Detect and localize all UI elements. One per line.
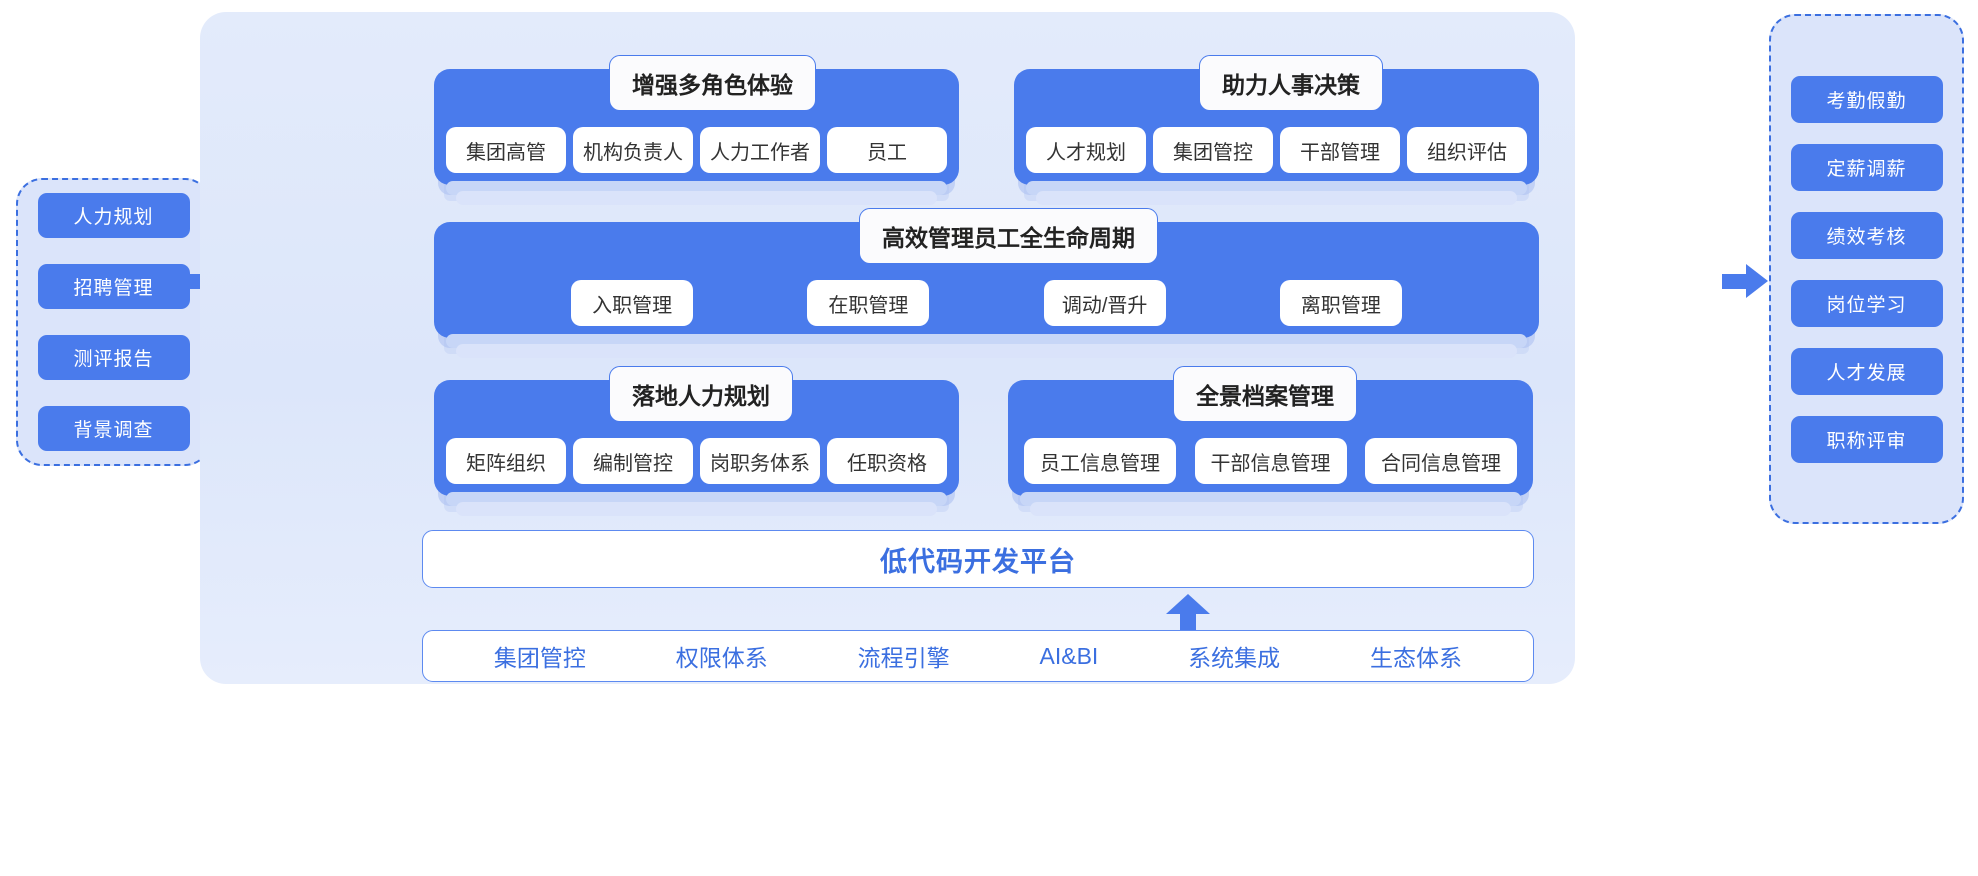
- right-panel-chip-label: 绩效考核: [1826, 226, 1907, 248]
- pill-item[interactable]: 员工: [827, 127, 947, 173]
- card-stack-shadow-2: [456, 344, 1517, 358]
- right-panel-chip-5[interactable]: 职称评审: [1790, 415, 1943, 463]
- right-panel-chip-label: 岗位学习: [1826, 294, 1907, 316]
- pill-item[interactable]: 干部管理: [1280, 127, 1400, 173]
- card-stack-shadow-2: [456, 191, 937, 205]
- pill-item[interactable]: 干部信息管理: [1194, 438, 1347, 484]
- left-panel-chip-label: 招聘管理: [73, 278, 154, 299]
- right-panel-chip-4[interactable]: 人才发展: [1790, 347, 1943, 395]
- arrow-right-icon-outbound: [1722, 264, 1768, 300]
- module-multi-role-experience[interactable]: 增强多角色体验 集团高管 机构负责人 人力工作者 员工: [434, 55, 959, 205]
- left-panel-chip-label: 人力规划: [73, 207, 154, 228]
- pill-item[interactable]: 人力工作者: [700, 127, 820, 173]
- pill-item[interactable]: 机构负责人: [573, 127, 693, 173]
- module-title-badge: 助力人事决策: [1199, 55, 1383, 111]
- right-panel-chip-label: 人才发展: [1826, 362, 1907, 384]
- card-stack-shadow-2: [456, 502, 937, 516]
- foundation-item[interactable]: 生态体系: [1370, 645, 1463, 671]
- arrow-stem: [1722, 274, 1748, 289]
- pill-item[interactable]: 入职管理: [571, 280, 694, 326]
- pill-item[interactable]: 离职管理: [1279, 280, 1402, 326]
- right-output-panel: 考勤假勤 定薪调薪 绩效考核 岗位学习 人才发展 职称评审: [1769, 14, 1964, 524]
- module-hr-decision-support[interactable]: 助力人事决策 人才规划 集团管控 干部管理 组织评估: [1014, 55, 1539, 205]
- left-panel-chip-3[interactable]: 背景调查: [37, 406, 190, 451]
- right-panel-chip-0[interactable]: 考勤假勤: [1790, 75, 1943, 123]
- pill-item[interactable]: 在职管理: [807, 280, 930, 326]
- pill-item[interactable]: 任职资格: [827, 438, 947, 484]
- pill-item[interactable]: 编制管控: [573, 438, 693, 484]
- foundation-item[interactable]: 权限体系: [675, 645, 768, 671]
- pill-item[interactable]: 集团高管: [446, 127, 566, 173]
- module-pill-row: 入职管理 在职管理 调动/晋升 离职管理: [434, 280, 1539, 326]
- arrow-up-head: [1166, 594, 1210, 614]
- module-pill-row: 矩阵组织 编制管控 岗职务体系 任职资格: [434, 438, 959, 484]
- pill-item[interactable]: 岗职务体系: [700, 438, 820, 484]
- right-panel-chip-label: 考勤假勤: [1826, 90, 1907, 112]
- foundation-item[interactable]: AI&BI: [1039, 642, 1099, 669]
- left-panel-chip-2[interactable]: 测评报告: [37, 335, 190, 380]
- module-employee-lifecycle[interactable]: 高效管理员工全生命周期 入职管理 在职管理 调动/晋升 离职管理: [434, 208, 1539, 358]
- left-panel-chip-label: 背景调查: [73, 420, 154, 441]
- card-stack-shadow-2: [1030, 502, 1511, 516]
- module-pill-row: 集团高管 机构负责人 人力工作者 员工: [434, 127, 959, 173]
- right-panel-chip-2[interactable]: 绩效考核: [1790, 211, 1943, 259]
- low-code-platform-bar[interactable]: 低代码开发平台: [422, 530, 1534, 588]
- left-input-panel: 人力规划 招聘管理 测评报告 背景调查: [16, 178, 211, 466]
- pill-item[interactable]: 合同信息管理: [1365, 438, 1517, 484]
- right-panel-chip-label: 定薪调薪: [1826, 158, 1907, 180]
- arrow-head: [1746, 264, 1768, 298]
- module-pill-row: 员工信息管理 干部信息管理 合同信息管理: [1008, 438, 1533, 484]
- foundation-item[interactable]: 流程引擎: [857, 645, 950, 671]
- right-panel-chip-label: 职称评审: [1826, 430, 1907, 452]
- module-hr-planning[interactable]: 落地人力规划 矩阵组织 编制管控 岗职务体系 任职资格: [434, 366, 959, 516]
- module-panoramic-archive[interactable]: 全景档案管理 员工信息管理 干部信息管理 合同信息管理: [1008, 366, 1533, 516]
- pill-item[interactable]: 人才规划: [1026, 127, 1146, 173]
- pill-item[interactable]: 矩阵组织: [446, 438, 566, 484]
- left-panel-chip-1[interactable]: 招聘管理: [37, 264, 190, 309]
- module-title-badge: 增强多角色体验: [609, 55, 816, 111]
- low-code-platform-label: 低代码开发平台: [880, 546, 1076, 577]
- foundation-capabilities-bar: 集团管控 权限体系 流程引擎 AI&BI 系统集成 生态体系: [422, 630, 1534, 682]
- module-pill-row: 人才规划 集团管控 干部管理 组织评估: [1014, 127, 1539, 173]
- left-panel-chip-0[interactable]: 人力规划: [37, 193, 190, 238]
- pill-item[interactable]: 集团管控: [1153, 127, 1273, 173]
- pill-item[interactable]: 调动/晋升: [1043, 280, 1166, 326]
- left-panel-chip-label: 测评报告: [73, 349, 154, 370]
- right-panel-chip-3[interactable]: 岗位学习: [1790, 279, 1943, 327]
- foundation-item[interactable]: 集团管控: [493, 645, 586, 671]
- right-panel-chip-1[interactable]: 定薪调薪: [1790, 143, 1943, 191]
- module-title-badge: 全景档案管理: [1173, 366, 1357, 422]
- pill-item[interactable]: 组织评估: [1407, 127, 1527, 173]
- pill-item[interactable]: 员工信息管理: [1024, 438, 1176, 484]
- foundation-item[interactable]: 系统集成: [1188, 645, 1281, 671]
- main-platform-container: 增强多角色体验 集团高管 机构负责人 人力工作者 员工 助力人事决策 人才规划 …: [200, 12, 1575, 684]
- module-title-badge: 落地人力规划: [609, 366, 793, 422]
- card-stack-shadow-2: [1036, 191, 1517, 205]
- module-title-badge: 高效管理员工全生命周期: [859, 208, 1158, 264]
